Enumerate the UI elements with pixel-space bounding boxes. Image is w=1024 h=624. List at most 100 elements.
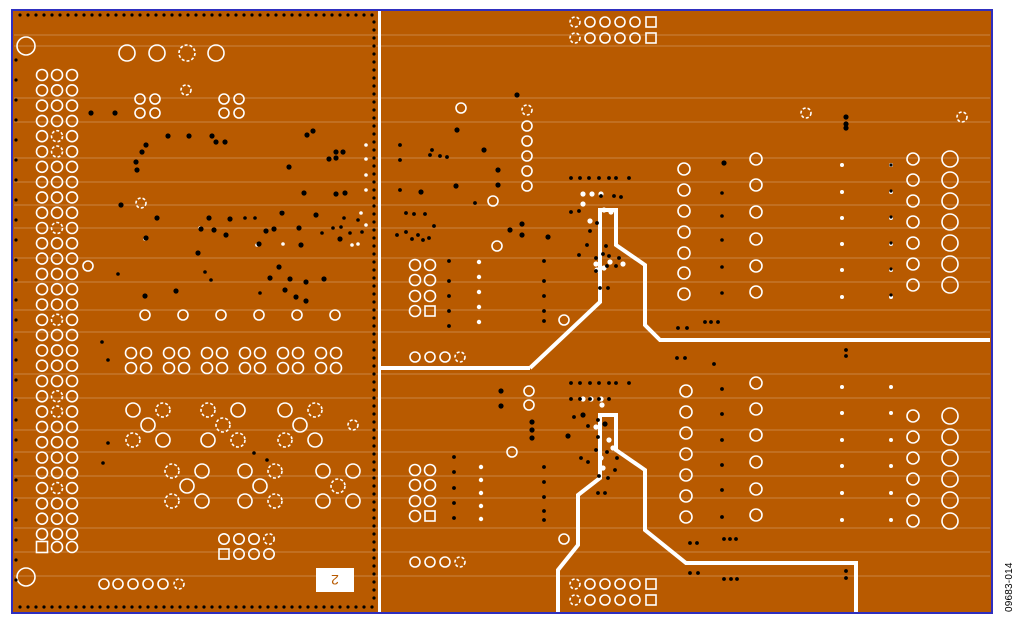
via [720, 438, 724, 442]
via [34, 13, 38, 17]
pad [677, 225, 691, 239]
pad-small [610, 445, 616, 451]
via [498, 388, 504, 394]
pad [454, 351, 466, 363]
via [301, 190, 307, 196]
via [447, 259, 451, 263]
via [599, 194, 603, 198]
via [542, 259, 546, 263]
pad [423, 289, 437, 303]
via [605, 264, 609, 268]
pad [50, 252, 64, 265]
pad [238, 361, 252, 375]
via [615, 456, 619, 460]
via [142, 293, 148, 299]
via [507, 227, 513, 233]
pad [35, 344, 49, 357]
via [14, 558, 18, 562]
via [90, 13, 94, 17]
via [298, 605, 302, 609]
via [206, 215, 212, 221]
pad-small [476, 289, 482, 295]
pad [677, 183, 691, 197]
via [372, 388, 376, 392]
via [398, 188, 402, 192]
via [613, 468, 617, 472]
pad [749, 482, 763, 496]
via [889, 241, 893, 245]
pad [50, 99, 64, 112]
pad-small [478, 490, 484, 496]
pad [629, 594, 641, 606]
via [322, 605, 326, 609]
pad [487, 195, 499, 207]
pad [506, 446, 518, 458]
via [134, 167, 140, 173]
via [18, 605, 22, 609]
pad [173, 578, 185, 590]
via [372, 276, 376, 280]
pad [523, 399, 535, 411]
via [372, 332, 376, 336]
pad [65, 206, 79, 219]
pad [35, 389, 49, 403]
via [594, 269, 598, 273]
pad [423, 463, 437, 477]
via [843, 114, 849, 120]
pad [50, 114, 64, 128]
pad [65, 282, 79, 296]
pad-small [840, 385, 844, 389]
pad [677, 204, 691, 218]
pad [906, 257, 920, 271]
via [14, 238, 18, 242]
pad-small [840, 295, 844, 299]
via [14, 538, 18, 542]
via [607, 254, 611, 258]
pad-square [424, 510, 436, 522]
via [342, 190, 348, 196]
via [333, 191, 339, 197]
pad [207, 44, 225, 62]
via [331, 226, 335, 230]
pad-small [478, 503, 484, 509]
via [587, 176, 591, 180]
via [712, 362, 716, 366]
pad [35, 221, 49, 235]
pad [679, 510, 693, 524]
pad-small [359, 211, 363, 215]
via [266, 13, 270, 17]
via [438, 154, 442, 158]
pad [315, 493, 331, 509]
via [314, 13, 318, 17]
pad [162, 361, 176, 375]
via [418, 189, 424, 195]
via [170, 605, 174, 609]
via [306, 13, 310, 17]
via [146, 13, 150, 17]
via [14, 198, 18, 202]
pad [677, 266, 691, 280]
via-layer [14, 13, 893, 609]
via [447, 324, 451, 328]
pad [16, 36, 36, 56]
via [222, 139, 228, 145]
via [14, 98, 18, 102]
pad [35, 206, 49, 219]
via [542, 518, 546, 522]
via [495, 167, 501, 173]
via [542, 319, 546, 323]
pad [315, 463, 331, 479]
pad-small [840, 411, 844, 415]
via [372, 436, 376, 440]
pad [200, 361, 214, 375]
pad-small [593, 261, 599, 267]
via [578, 381, 582, 385]
via [202, 13, 206, 17]
pad [82, 260, 94, 272]
via [603, 491, 607, 495]
pad-small [840, 268, 844, 272]
pad [677, 287, 691, 301]
pad [230, 402, 246, 418]
pad-small [889, 491, 893, 495]
pad [50, 282, 64, 296]
